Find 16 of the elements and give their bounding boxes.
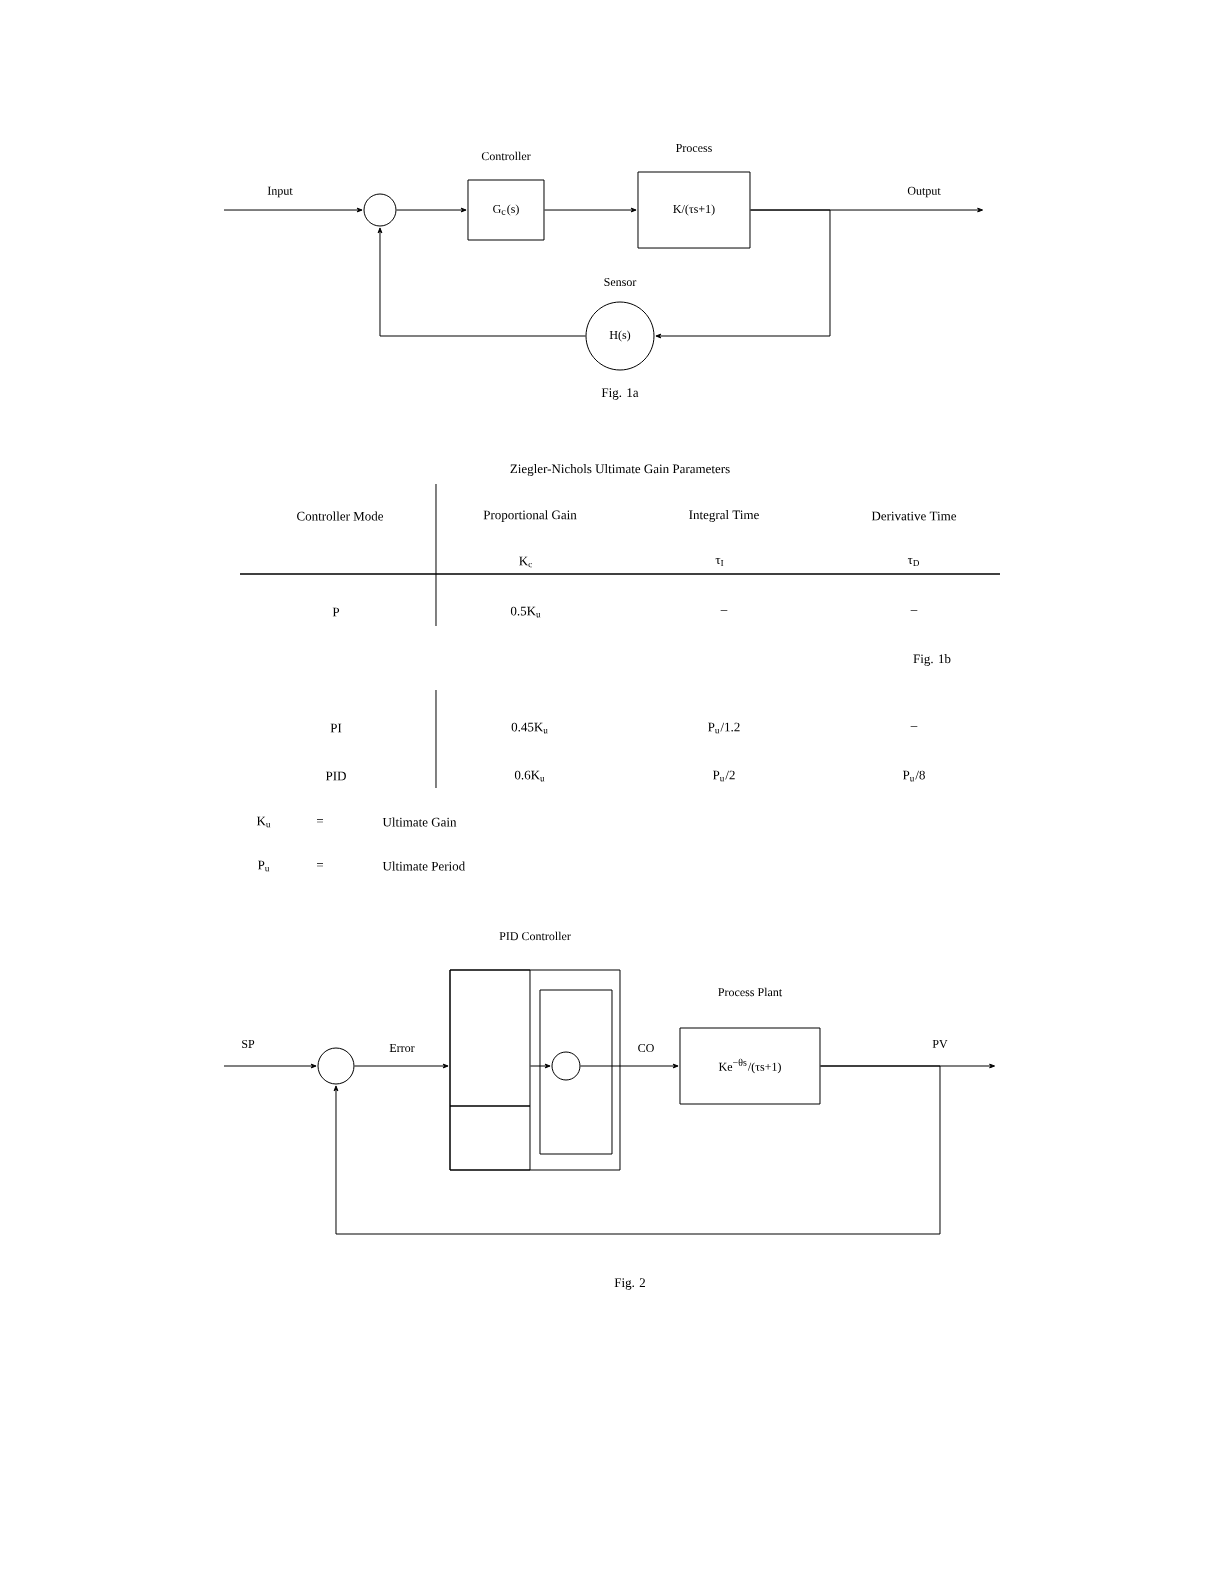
arrow <box>580 1063 679 1069</box>
summing-junction <box>317 1047 355 1085</box>
arrow <box>333 1065 941 1235</box>
arrow <box>223 207 363 213</box>
block-box <box>539 989 613 1155</box>
arrow <box>223 1063 317 1069</box>
block-box <box>449 969 531 1107</box>
arrow <box>377 227 586 337</box>
arrow <box>354 1063 449 1069</box>
arrow <box>530 1063 551 1069</box>
summing-junction <box>551 1051 581 1081</box>
arrow <box>544 207 637 213</box>
block-box <box>449 1105 531 1171</box>
arrow <box>655 209 831 339</box>
summing-junction <box>363 193 397 227</box>
arrow <box>396 207 467 213</box>
